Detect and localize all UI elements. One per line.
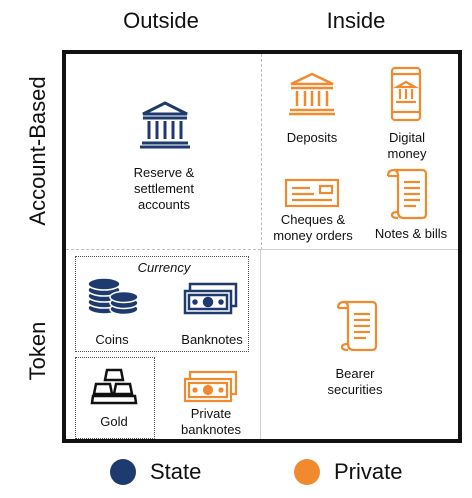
scroll-icon: [386, 168, 428, 220]
currency-group-box: [75, 256, 249, 352]
legend-state-label: State: [150, 459, 202, 484]
banknote-icon: [183, 282, 238, 315]
label-gold: Gold: [100, 414, 128, 429]
gold-box: [75, 357, 155, 439]
label-banknotes: Banknotes: [181, 332, 243, 347]
legend-state-dot: [110, 459, 136, 485]
scroll-icon: [336, 300, 378, 352]
label-reserve-settlement: Reserve & settlement accounts: [133, 165, 195, 212]
divider-vertical-bottom: [260, 250, 261, 439]
label-coins: Coins: [95, 332, 129, 347]
column-header-inside: Inside: [326, 8, 386, 33]
legend-private-dot: [294, 459, 320, 485]
divider-vertical-top: [261, 54, 262, 250]
banknote-icon: [183, 370, 238, 403]
label-cheques-money-orders: Cheques & money orders: [273, 212, 353, 243]
row-header-account-based: Account-Based: [25, 76, 50, 226]
column-header-outside: Outside: [123, 8, 199, 33]
cheque-icon: [284, 178, 340, 208]
bank-icon: [140, 101, 190, 149]
label-private-banknotes: Private banknotes: [181, 406, 241, 437]
gold-bars-icon: [90, 368, 138, 405]
label-notes-bills: Notes & bills: [374, 226, 448, 241]
divider-horizontal-left: [66, 249, 261, 250]
legend-private-label: Private: [334, 459, 403, 484]
coins-icon: [87, 277, 139, 316]
row-header-token: Token: [25, 321, 50, 381]
label-bearer-securities: Bearer securities: [327, 366, 383, 397]
phone-bank-icon: [390, 66, 422, 122]
label-deposits: Deposits: [286, 130, 338, 145]
bank-icon: [289, 72, 335, 116]
divider-horizontal-right: [260, 249, 458, 250]
currency-label: Currency: [137, 260, 191, 275]
quadrant-frame: [62, 50, 462, 443]
label-digital-money: Digital money: [387, 130, 427, 161]
